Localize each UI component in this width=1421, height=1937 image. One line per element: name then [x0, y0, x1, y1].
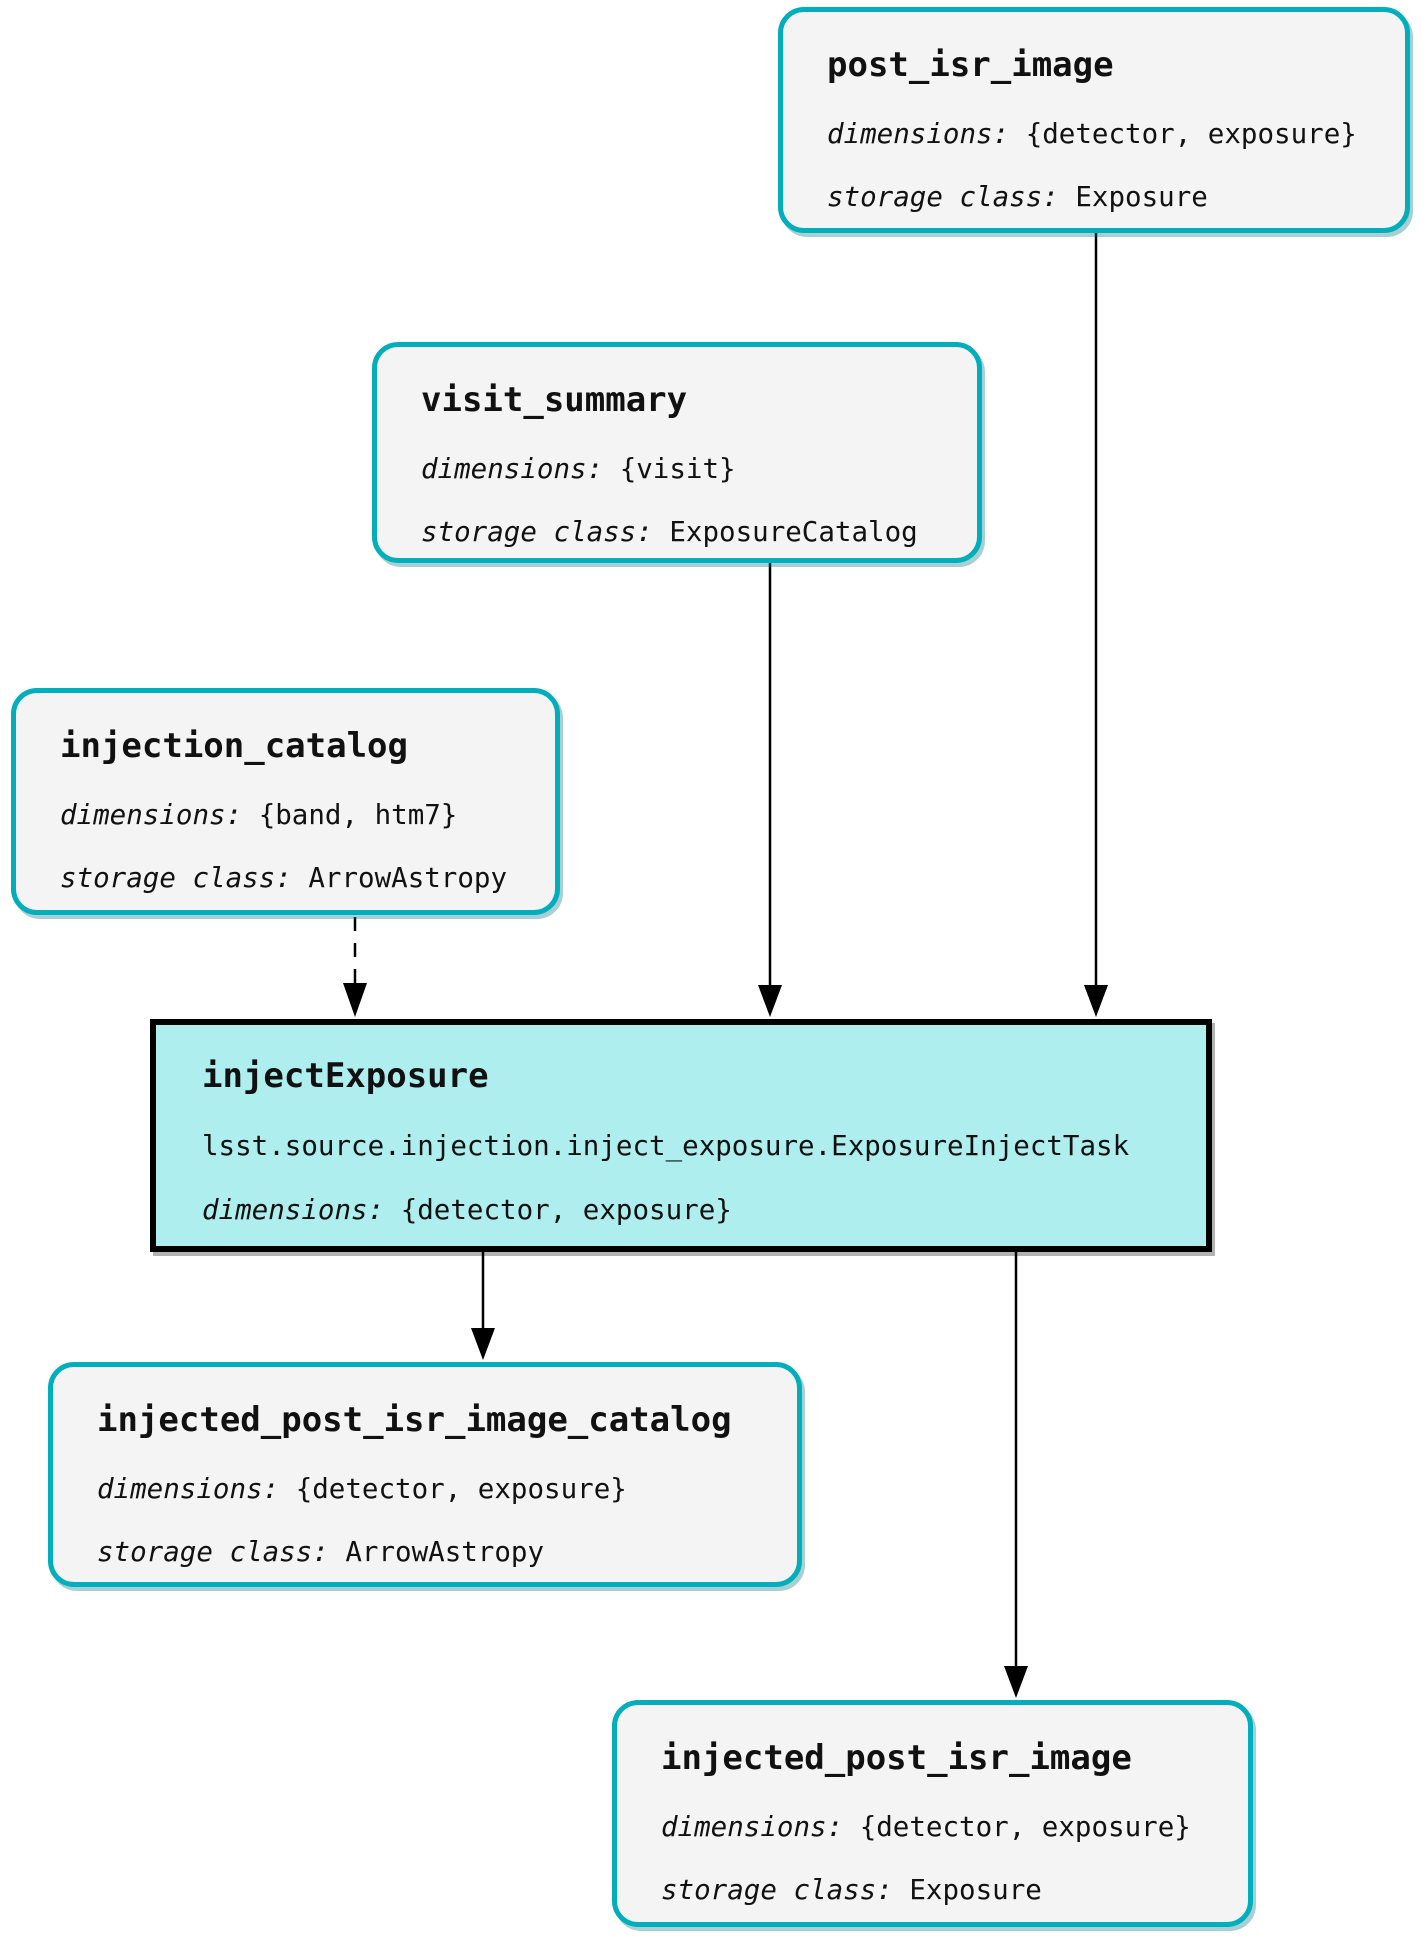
- dimensions-label: dimensions:: [827, 118, 1010, 150]
- task-injectexposure: injectExposure lsst.source.injection.inj…: [150, 1019, 1212, 1252]
- node-injection-catalog: injection_catalog dimensions: {band, htm…: [11, 688, 560, 915]
- edge-visit-summary-to-injectexposure: [758, 563, 782, 1017]
- node-storage-class: storage class: ArrowAstropy: [97, 1535, 777, 1569]
- node-title: injected_post_isr_image: [661, 1738, 1132, 1778]
- dimensions-value: {detector, exposure}: [295, 1473, 627, 1505]
- edge-injection-catalog-to-injectexposure: [343, 917, 367, 1017]
- storage-class-label: storage class:: [60, 862, 292, 894]
- storage-class-value: Exposure: [909, 1874, 1042, 1906]
- storage-class-value: ArrowAstropy: [308, 862, 508, 894]
- edge-post-isr-image-to-injectexposure: [1084, 233, 1108, 1017]
- node-injected-post-isr-image-catalog: injected_post_isr_image_catalog dimensio…: [48, 1362, 802, 1587]
- dimensions-label: dimensions:: [661, 1811, 844, 1843]
- node-storage-class: storage class: Exposure: [661, 1873, 1228, 1907]
- storage-class-label: storage class:: [97, 1536, 329, 1568]
- node-title: visit_summary: [421, 380, 688, 420]
- node-post-isr-image: post_isr_image dimensions: {detector, ex…: [778, 7, 1410, 233]
- storage-class-value: Exposure: [1075, 181, 1208, 213]
- node-dimensions: dimensions: {detector, exposure}: [661, 1810, 1228, 1844]
- storage-class-value: ArrowAstropy: [345, 1536, 545, 1568]
- task-dimensions: dimensions: {detector, exposure}: [202, 1193, 1186, 1227]
- node-storage-class: storage class: Exposure: [827, 180, 1385, 214]
- node-title: injection_catalog: [60, 726, 408, 766]
- node-dimensions: dimensions: {band, htm7}: [60, 798, 535, 832]
- node-visit-summary: visit_summary dimensions: {visit} storag…: [372, 342, 982, 563]
- storage-class-label: storage class:: [421, 516, 653, 548]
- edge-injectexposure-to-injected-post-isr-image: [1004, 1252, 1028, 1698]
- storage-class-label: storage class:: [661, 1874, 893, 1906]
- node-title: injected_post_isr_image_catalog: [97, 1400, 732, 1440]
- node-dimensions: dimensions: {visit}: [421, 452, 957, 486]
- node-title: post_isr_image: [827, 45, 1114, 85]
- dimensions-label: dimensions:: [202, 1194, 385, 1226]
- edge-injectexposure-to-injected-post-isr-image-catalog: [471, 1252, 495, 1360]
- dimensions-value: {detector, exposure}: [400, 1194, 732, 1226]
- dimensions-value: {detector, exposure}: [859, 1811, 1191, 1843]
- node-storage-class: storage class: ExposureCatalog: [421, 515, 957, 549]
- node-dimensions: dimensions: {detector, exposure}: [827, 117, 1385, 151]
- node-storage-class: storage class: ArrowAstropy: [60, 861, 535, 895]
- storage-class-value: ExposureCatalog: [669, 516, 918, 548]
- dimensions-value: {visit}: [619, 453, 736, 485]
- node-injected-post-isr-image: injected_post_isr_image dimensions: {det…: [612, 1700, 1253, 1927]
- dimensions-value: {detector, exposure}: [1025, 118, 1357, 150]
- node-dimensions: dimensions: {detector, exposure}: [97, 1472, 777, 1506]
- task-title: injectExposure: [202, 1056, 489, 1096]
- dimensions-label: dimensions:: [421, 453, 604, 485]
- dimensions-value: {band, htm7}: [258, 799, 458, 831]
- task-class-path: lsst.source.injection.inject_exposure.Ex…: [202, 1130, 1130, 1162]
- storage-class-label: storage class:: [827, 181, 1059, 213]
- dimensions-label: dimensions:: [60, 799, 243, 831]
- dimensions-label: dimensions:: [97, 1473, 280, 1505]
